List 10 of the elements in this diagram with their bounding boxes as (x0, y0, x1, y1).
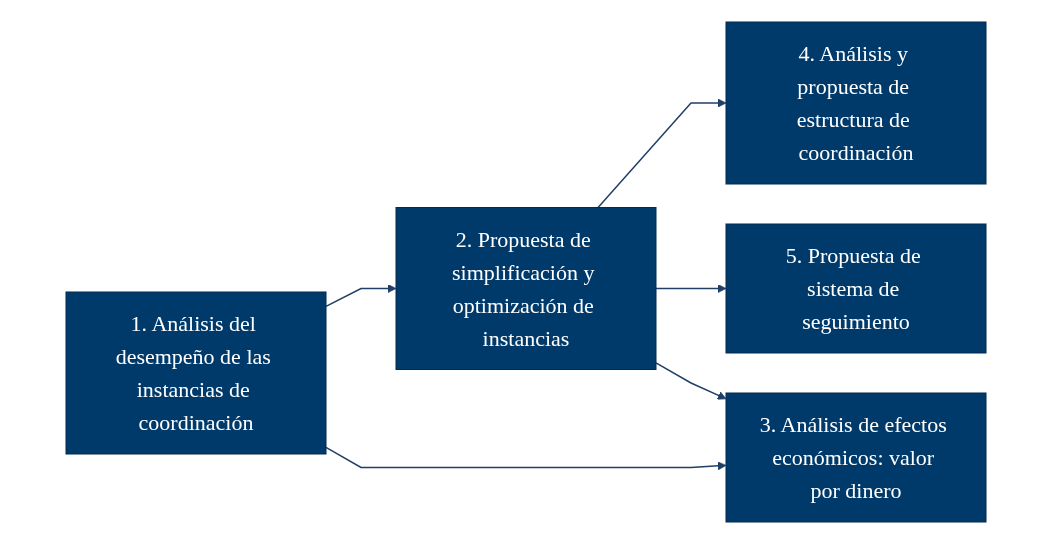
arrow (325, 446, 727, 471)
node-box: 5. Propuesta de sistema de seguimiento (725, 223, 987, 354)
arrow (655, 362, 727, 400)
node-box: 1. Análisis del desempeño de las instancias de coordinación (65, 291, 327, 455)
arrow (325, 284, 397, 308)
node-box: 3. Análisis de efectos económicos: valor por dinero (725, 392, 987, 523)
arrow (655, 284, 727, 293)
arrow (597, 98, 727, 209)
node-box: 2. Propuesta de simplificación y optimización de instancias (395, 207, 657, 370)
node-box: 4. Análisis y propuesta de estructura de coordinación (725, 21, 987, 185)
